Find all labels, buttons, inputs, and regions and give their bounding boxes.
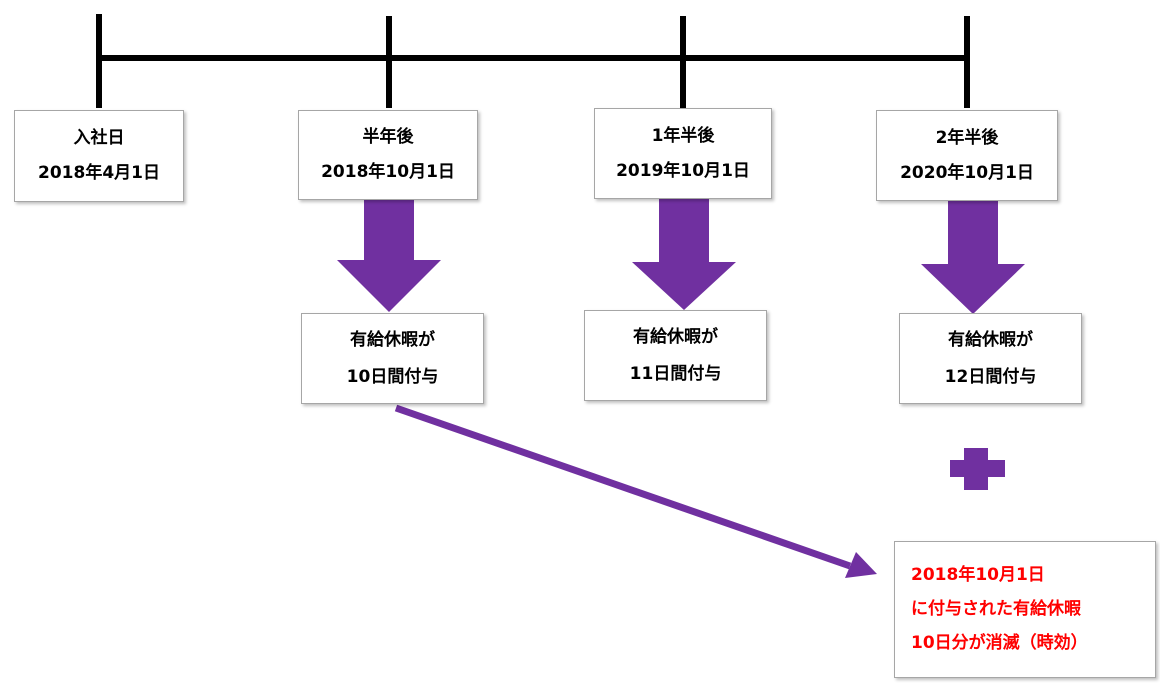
milestone-date: 2018年10月1日: [321, 162, 455, 182]
expiry-note-box: 2018年10月1日 に付与された有給休暇 10日分が消滅（時効）: [894, 541, 1156, 678]
grant-days: 11日間付与: [629, 363, 722, 384]
grant-box-12-days: 有給休暇が 12日間付与: [899, 313, 1082, 404]
milestone-date: 2019年10月1日: [616, 160, 750, 181]
milestone-title: 1年半後: [651, 125, 715, 146]
grant-box-10-days: 有給休暇が 10日間付与: [301, 313, 484, 404]
expiry-note-line-3: 10日分が消滅（時効）: [911, 633, 1088, 653]
expiry-arrow-line: [394, 404, 852, 570]
milestone-title: 半年後: [362, 127, 414, 147]
down-arrow-icon: [632, 197, 736, 310]
milestone-box-hire-date: 入社日 2018年4月1日: [14, 110, 184, 202]
grant-days: 12日間付与: [944, 366, 1037, 387]
grant-box-11-days: 有給休暇が 11日間付与: [584, 310, 767, 401]
milestone-date: 2020年10月1日: [900, 162, 1034, 183]
grant-label: 有給休暇が: [948, 329, 1033, 350]
expiry-note-line-1: 2018年10月1日: [911, 565, 1045, 585]
milestone-title: 入社日: [73, 128, 125, 148]
expiry-arrow-head-icon: [845, 552, 877, 578]
milestone-date: 2018年4月1日: [38, 163, 160, 183]
plus-icon: [950, 448, 1005, 490]
milestone-box-one-and-half-years: 1年半後 2019年10月1日: [594, 108, 772, 199]
milestone-box-two-and-half-years: 2年半後 2020年10月1日: [876, 110, 1058, 201]
grant-label: 有給休暇が: [633, 326, 718, 347]
milestone-box-half-year: 半年後 2018年10月1日: [298, 110, 478, 200]
grant-label: 有給休暇が: [350, 329, 435, 350]
grant-days: 10日間付与: [346, 366, 439, 387]
down-arrow-icon: [337, 197, 441, 312]
expiry-note-line-2: に付与された有給休暇: [911, 599, 1081, 619]
milestone-title: 2年半後: [935, 127, 999, 148]
down-arrow-icon: [921, 198, 1025, 314]
